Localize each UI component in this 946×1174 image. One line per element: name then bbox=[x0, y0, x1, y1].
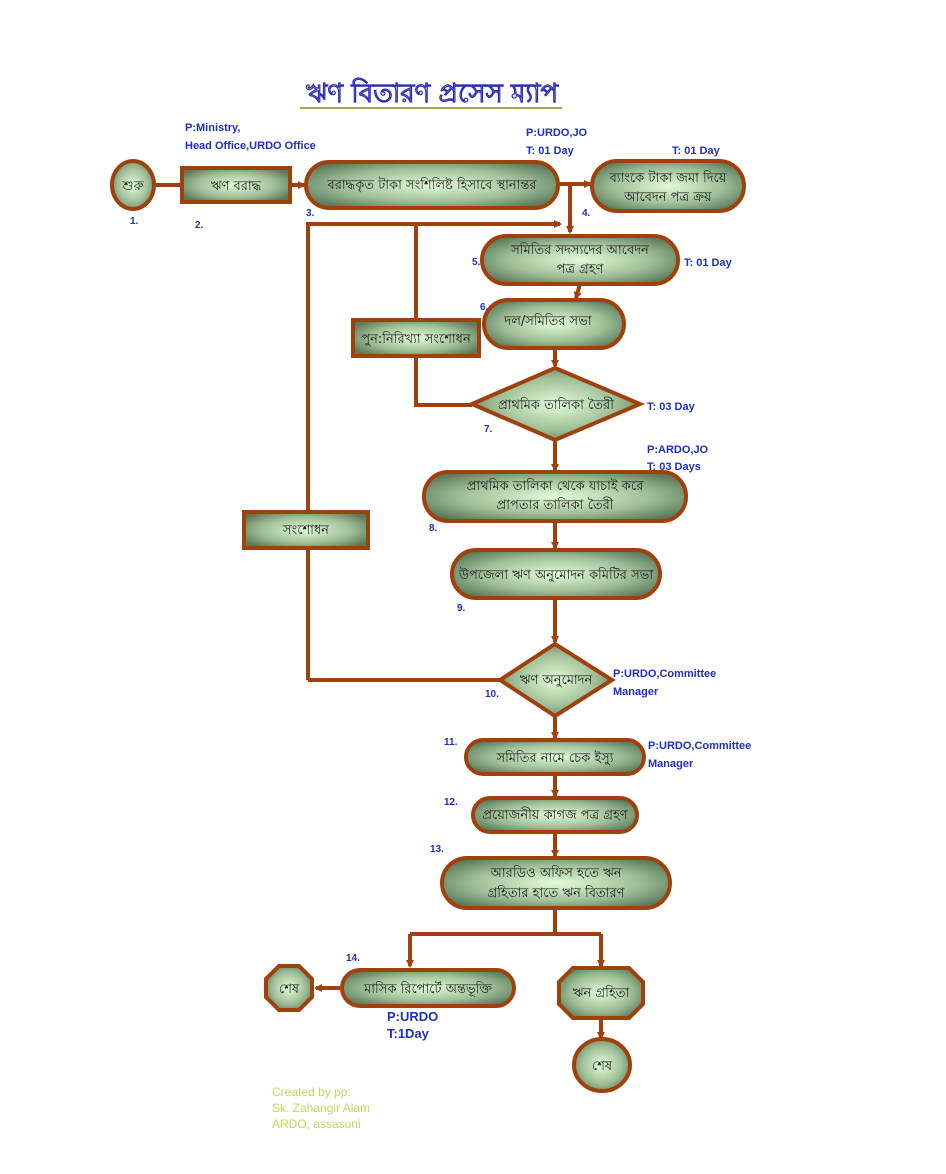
node-monthly-report[interactable]: মাসিক রিপোর্টে অন্তভূক্তি bbox=[340, 968, 516, 1008]
node-2-label: ঋণ বরাদ্ধ bbox=[211, 179, 262, 194]
node-4-line1: ব্যাংকে টাকা জমা দিয়ে bbox=[609, 170, 727, 186]
step-number-9: 9. bbox=[457, 603, 466, 614]
node-loan-approval[interactable]: ঋণ অনুমোদন bbox=[496, 641, 616, 719]
node-preliminary-list[interactable]: প্রাথমিক তালিকা তৈরী bbox=[466, 365, 646, 443]
node-5-line1: সমিতির সদস্যদের আবেদন bbox=[510, 242, 649, 258]
node-8-line2: প্রাপতার তালিকা তৈরী bbox=[497, 497, 614, 513]
credit-line2: Sk. Zahangir Alam bbox=[272, 1101, 370, 1115]
step-number-8: 8. bbox=[429, 523, 438, 534]
n2-person: P:Ministry, bbox=[185, 122, 240, 134]
n5-time: T: 01 Day bbox=[684, 257, 733, 269]
node-7-label: প্রাথমিক তালিকা তৈরী bbox=[498, 397, 614, 413]
step-number-3: 3. bbox=[306, 208, 315, 219]
revise-label: সংশোধন bbox=[282, 523, 329, 538]
node-recheck-revise[interactable]: পুন:নিরিখ্যা সংশোধন bbox=[351, 318, 481, 358]
step-number-10: 10. bbox=[485, 689, 499, 700]
node-cheque-issue[interactable]: সমিতির নামে চেক ইস্যু bbox=[464, 738, 646, 776]
n8-person: P:ARDO,JO bbox=[647, 444, 709, 456]
step-number-7: 7. bbox=[484, 424, 493, 435]
step-number-13: 13. bbox=[430, 844, 444, 855]
credit-line1: Created by pp: bbox=[272, 1085, 351, 1099]
n10-person: P:URDO,Committee bbox=[613, 668, 716, 680]
node-fund-transfer[interactable]: বরাদ্ধকৃত টাকা সংশিলিষ্ট হিসাবে স্থানান্… bbox=[304, 160, 560, 210]
node-4-line2: আবেদন পত্র ক্রয় bbox=[623, 190, 712, 205]
node-6-label: দল/সমিতির সভা bbox=[503, 313, 591, 329]
end-left-label: শেষ bbox=[279, 982, 300, 997]
credit-line3: ARDO, assasuni bbox=[272, 1117, 361, 1131]
step-number-12: 12. bbox=[444, 797, 458, 808]
node-11-label: সমিতির নামে চেক ইস্যু bbox=[495, 750, 613, 766]
node-start-label: শুরু bbox=[121, 179, 144, 194]
step-number-14: 14. bbox=[346, 953, 360, 964]
node-9-label: উপজেলা ঋণ অনুমোদন কমিটির সভা bbox=[458, 567, 653, 583]
node-documents-receive[interactable]: প্রয়োজনীয় কাগজ পত্র গ্রহণ bbox=[471, 796, 639, 834]
node-upazila-committee[interactable]: উপজেলা ঋণ অনুমোদন কমিটির সভা bbox=[450, 548, 662, 600]
node-bank-deposit[interactable]: ব্যাংকে টাকা জমা দিয়ে আবেদন পত্র ক্রয় bbox=[590, 159, 746, 213]
node-revise[interactable]: সংশোধন bbox=[242, 510, 370, 550]
page-title: ঋণ বিতারণ প্রসেস ম্যাপ bbox=[306, 78, 559, 109]
n3-person: P:URDO,JO bbox=[526, 127, 588, 139]
node-start[interactable]: শুরু bbox=[110, 159, 156, 211]
n14-time: T:1Day bbox=[387, 1026, 430, 1041]
step-number-4: 4. bbox=[582, 208, 591, 219]
node-application-receive[interactable]: সমিতির সদস্যদের আবেদন পত্র গ্রহণ bbox=[480, 234, 680, 286]
n14-person: P:URDO bbox=[387, 1009, 438, 1024]
node-13-line1: আরডিও অফিস হতে ঋন bbox=[490, 865, 622, 881]
step-number-11: 11. bbox=[444, 737, 458, 748]
node-12-label: প্রয়োজনীয় কাগজ পত্র গ্রহণ bbox=[482, 807, 628, 823]
n4-time: T: 01 Day bbox=[672, 145, 721, 157]
node-end-left[interactable]: শেষ bbox=[264, 964, 314, 1012]
step-number-1: 1. bbox=[130, 216, 139, 227]
end-right-label: শেষ bbox=[592, 1059, 613, 1074]
node-3-label: বরাদ্ধকৃত টাকা সংশিলিষ্ট হিসাবে স্থানান্… bbox=[327, 177, 538, 193]
step-number-5: 5. bbox=[472, 257, 481, 268]
node-loan-allocation[interactable]: ঋণ বরাদ্ধ bbox=[180, 166, 292, 204]
node-end-right[interactable]: শেষ bbox=[572, 1037, 632, 1093]
node-14-label: মাসিক রিপোর্টে অন্তভূক্তি bbox=[363, 981, 492, 997]
n11-person: P:URDO,Committee bbox=[648, 740, 751, 752]
borrower-label: ঋন গ্রহিতা bbox=[573, 985, 630, 1001]
node-borrower[interactable]: ঋন গ্রহিতা bbox=[557, 966, 645, 1020]
node-5-line2: পত্র গ্রহণ bbox=[557, 262, 605, 277]
node-8-line1: প্রাথমিক তালিকা থেকে যাচাই করে bbox=[467, 478, 644, 494]
node-group-meeting[interactable]: দল/সমিতির সভা bbox=[482, 298, 626, 350]
n3-time: T: 01 Day bbox=[526, 145, 575, 157]
node-loan-disbursement[interactable]: আরডিও অফিস হতে ঋন গ্রহিতার হাতে ঋন বিতার… bbox=[440, 856, 672, 910]
n11-person2: Manager bbox=[648, 758, 694, 770]
n2-person2: Head Office,URDO Office bbox=[185, 140, 316, 152]
node-eligible-list[interactable]: প্রাথমিক তালিকা থেকে যাচাই করে প্রাপতার … bbox=[422, 470, 688, 523]
n10-person2: Manager bbox=[613, 686, 659, 698]
step-number-6: 6. bbox=[480, 302, 489, 313]
node-13-line2: গ্রহিতার হাতে ঋন বিতারণ bbox=[488, 885, 626, 901]
recheck-label: পুন:নিরিখ্যা সংশোধন bbox=[361, 331, 471, 347]
node-10-label: ঋণ অনুমোদন bbox=[520, 673, 593, 688]
n8-time: T: 03 Days bbox=[647, 461, 701, 473]
step-number-2: 2. bbox=[195, 220, 204, 231]
n7-time: T: 03 Day bbox=[647, 401, 696, 413]
